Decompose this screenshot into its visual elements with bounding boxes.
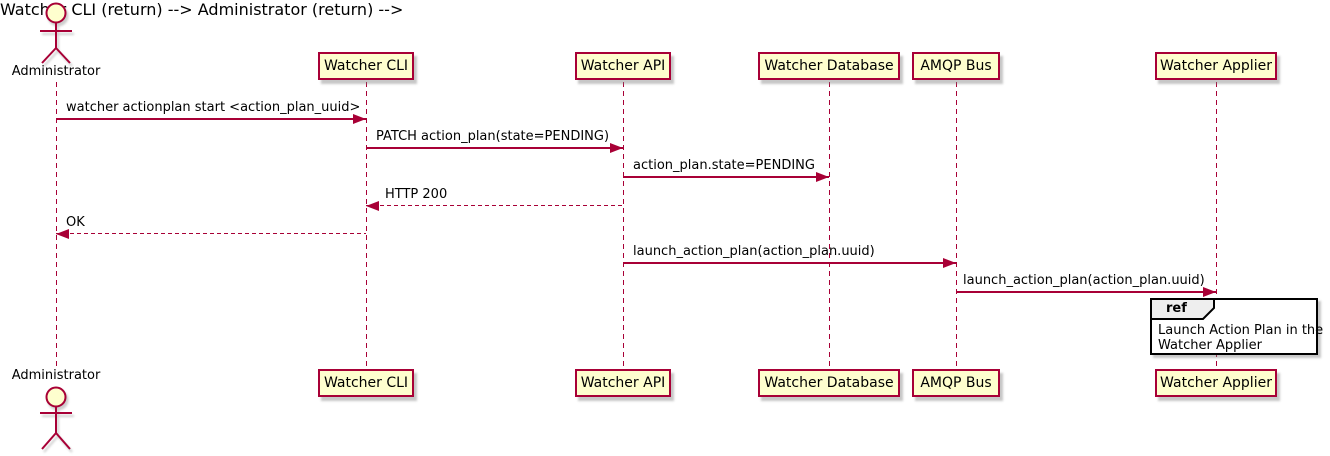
ref-text-line2: Watcher Applier bbox=[1158, 338, 1262, 353]
participant-watcher-database-top: Watcher Database bbox=[758, 52, 900, 80]
message-arrow-3 bbox=[623, 171, 829, 182]
actor-icon bbox=[40, 2, 72, 64]
ref-tag-label: ref bbox=[1166, 301, 1187, 316]
participant-watcher-api-top: Watcher API bbox=[575, 52, 671, 80]
participant-watcher-applier-top: Watcher Applier bbox=[1155, 52, 1277, 80]
message-arrow-1 bbox=[56, 113, 366, 124]
message-arrow-6 bbox=[623, 257, 956, 268]
arrow-line bbox=[366, 147, 623, 149]
arrowhead-icon bbox=[353, 113, 366, 124]
lifeline-administrator bbox=[56, 82, 57, 369]
participant-amqp-bus-bottom: AMQP Bus bbox=[912, 369, 1000, 397]
arrowhead-icon bbox=[816, 171, 829, 182]
message-label-2: PATCH action_plan(state=PENDING) bbox=[376, 129, 610, 144]
message-arrow-7 bbox=[956, 286, 1216, 297]
arrow-line bbox=[366, 205, 623, 206]
arrowhead-icon bbox=[366, 200, 379, 211]
message-label-6: launch_action_plan(action_plan.uuid) bbox=[633, 244, 875, 259]
message-label-4: HTTP 200 bbox=[385, 187, 448, 202]
arrow-line bbox=[623, 176, 829, 178]
message-arrow-4 bbox=[366, 200, 623, 211]
ref-tag-shape bbox=[1150, 298, 1215, 320]
arrow-line bbox=[56, 233, 366, 234]
participant-amqp-bus-top: AMQP Bus bbox=[912, 52, 1000, 80]
arrowhead-icon bbox=[610, 142, 623, 153]
message-label-7: launch_action_plan(action_plan.uuid) bbox=[963, 273, 1205, 288]
lifeline-amqp-bus bbox=[956, 82, 957, 369]
message-label-3: action_plan.state=PENDING bbox=[633, 158, 815, 173]
message-label-1: watcher actionplan start <action_plan_uu… bbox=[66, 100, 361, 115]
lifeline-watcher-api bbox=[623, 82, 624, 369]
actor-label-bottom: Administrator bbox=[11, 368, 101, 383]
arrow-line bbox=[623, 262, 956, 264]
ref-text: Launch Action Plan in the Watcher Applie… bbox=[1158, 323, 1323, 353]
arrowhead-icon bbox=[56, 228, 69, 239]
participant-watcher-database-bottom: Watcher Database bbox=[758, 369, 900, 397]
lifeline-watcher-applier bbox=[1216, 82, 1217, 369]
arrowhead-icon bbox=[1203, 286, 1216, 297]
participant-watcher-applier-bottom: Watcher Applier bbox=[1155, 369, 1277, 397]
arrow-line bbox=[56, 118, 366, 120]
actor-icon bbox=[40, 386, 72, 450]
participant-watcher-cli-top: Watcher CLI bbox=[318, 52, 414, 80]
message-label-5: OK bbox=[66, 215, 85, 230]
actor-label-top: Administrator bbox=[11, 64, 101, 79]
ref-fragment: ref Launch Action Plan in the Watcher Ap… bbox=[1150, 298, 1323, 355]
ref-text-line1: Launch Action Plan in the bbox=[1158, 323, 1324, 338]
lifeline-watcher-database bbox=[829, 82, 830, 369]
message-arrow-2 bbox=[366, 142, 623, 153]
message-arrow-5 bbox=[56, 228, 366, 239]
arrowhead-icon bbox=[943, 257, 956, 268]
arrow-line bbox=[956, 291, 1216, 293]
participant-watcher-api-bottom: Watcher API bbox=[575, 369, 671, 397]
lifeline-watcher-cli bbox=[366, 82, 367, 369]
participant-watcher-cli-bottom: Watcher CLI bbox=[318, 369, 414, 397]
